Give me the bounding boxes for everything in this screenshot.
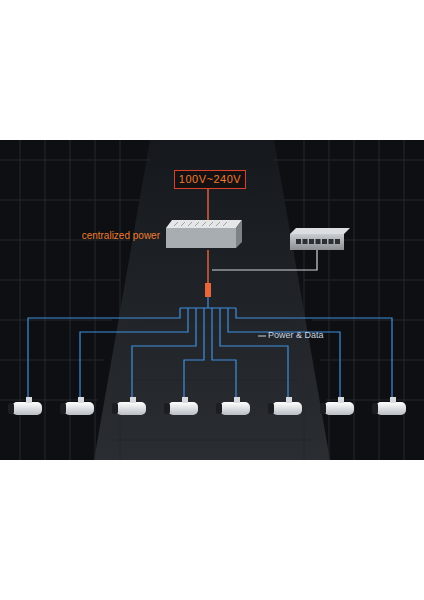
psu-vents bbox=[174, 222, 227, 226]
server-racks bbox=[0, 140, 424, 460]
vent bbox=[195, 222, 199, 226]
psu-shape bbox=[164, 220, 242, 250]
psu-side bbox=[236, 220, 242, 248]
power-data-wires bbox=[28, 297, 392, 398]
vent bbox=[202, 222, 206, 226]
node-heading: centralized power bbox=[82, 230, 160, 241]
vent bbox=[181, 222, 185, 226]
power-cable bbox=[207, 189, 208, 220]
vent bbox=[188, 222, 192, 226]
wire-label: Power & Data bbox=[268, 330, 324, 340]
vent bbox=[216, 222, 220, 226]
psu-front bbox=[166, 228, 236, 248]
data-wire bbox=[212, 250, 317, 270]
network-switch bbox=[290, 228, 350, 250]
voltage-box: 100V~240V bbox=[174, 170, 246, 189]
cameras bbox=[8, 397, 406, 415]
psu-top bbox=[166, 220, 242, 228]
aisle-floor bbox=[94, 140, 330, 460]
vent bbox=[209, 222, 213, 226]
splitter bbox=[205, 283, 211, 297]
node-text: 100V~240V bbox=[175, 171, 245, 188]
background bbox=[0, 140, 424, 460]
power-supply: centralized power bbox=[164, 220, 242, 250]
vent bbox=[174, 222, 178, 226]
leader-line bbox=[258, 336, 266, 337]
vent bbox=[223, 222, 227, 226]
